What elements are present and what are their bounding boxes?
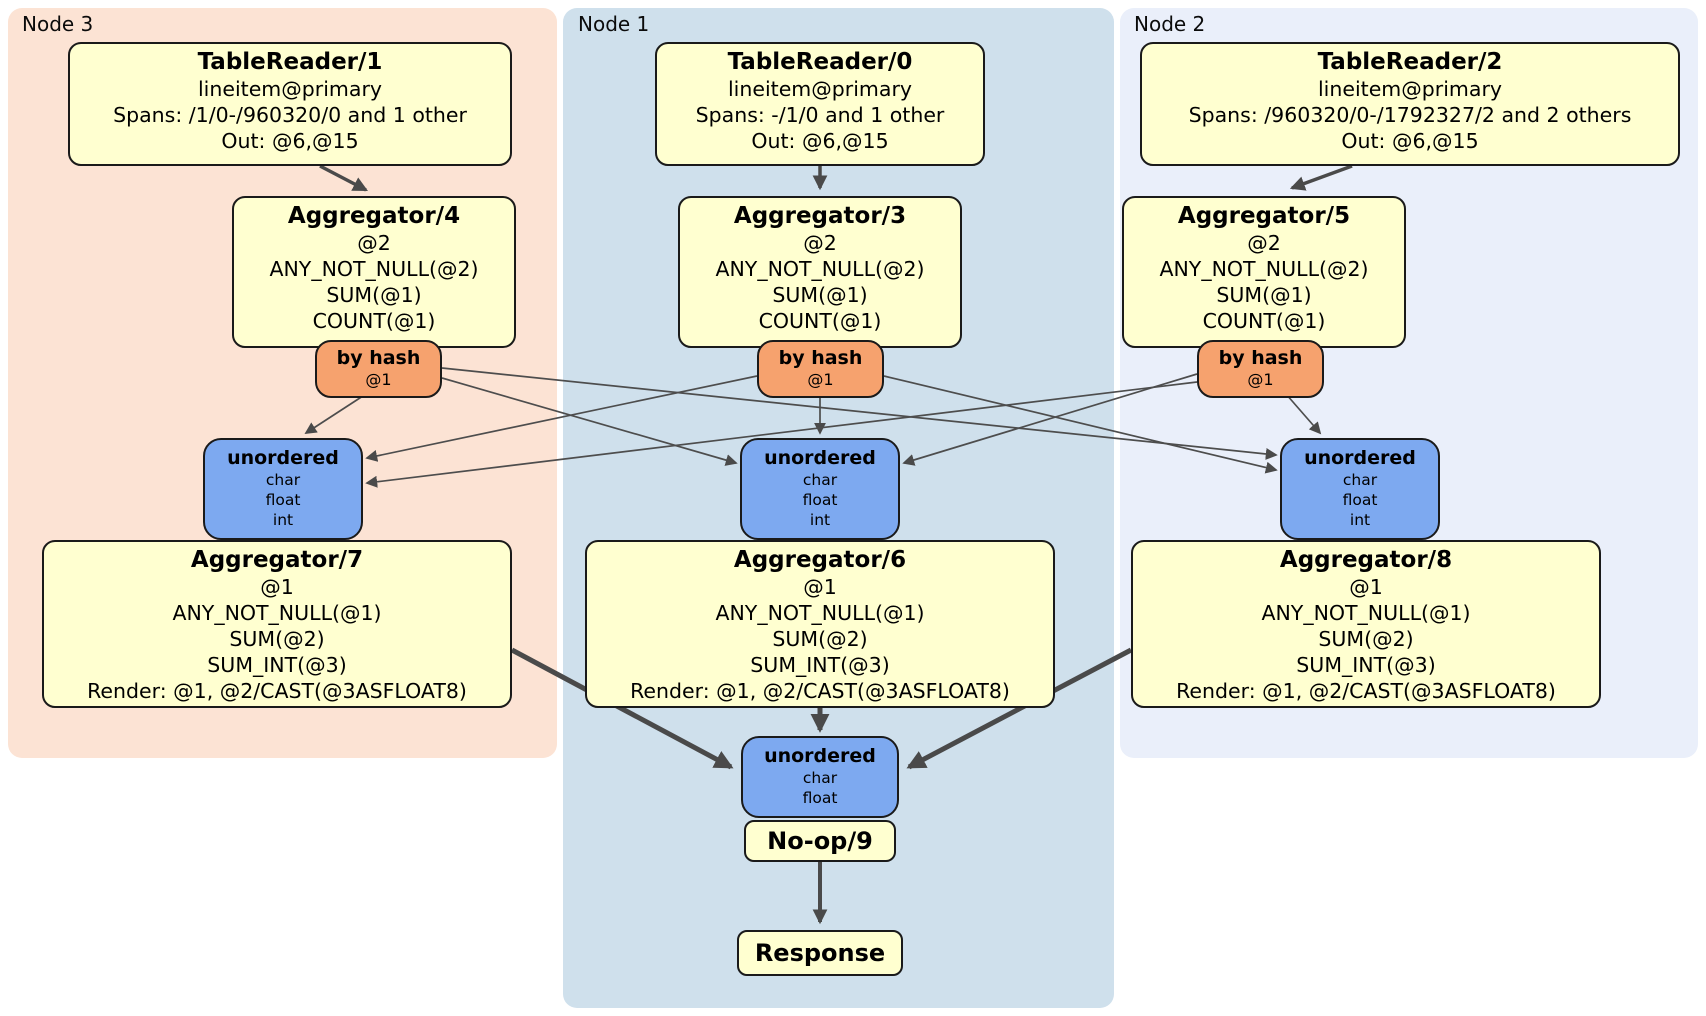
aggregator-7-fn1: ANY_NOT_NULL(@1) bbox=[172, 601, 382, 625]
aggregator-6-fn1: ANY_NOT_NULL(@1) bbox=[715, 601, 925, 625]
tablereader-2-box: TableReader/2 lineitem@primary Spans: /9… bbox=[1140, 42, 1680, 166]
aggregator-3-title: Aggregator/3 bbox=[733, 203, 907, 229]
aggregator-8-fn3: SUM_INT(@3) bbox=[1296, 653, 1436, 677]
by-hash-router-node2: by hash @1 bbox=[1197, 340, 1324, 398]
aggregator-7-fn3: SUM_INT(@3) bbox=[207, 653, 347, 677]
aggregator-5-title: Aggregator/5 bbox=[1177, 203, 1351, 229]
unordered-sync-node1-col3: int bbox=[809, 511, 831, 529]
unordered-sync-node1-title: unordered bbox=[764, 447, 876, 469]
tablereader-1-index: lineitem@primary bbox=[197, 77, 383, 101]
aggregator-4-group: @2 bbox=[357, 231, 391, 255]
aggregator-8-fn1: ANY_NOT_NULL(@1) bbox=[1261, 601, 1471, 625]
aggregator-7-render: Render: @1, @2/CAST(@3ASFLOAT8) bbox=[87, 679, 467, 703]
aggregator-8-box: Aggregator/8 @1 ANY_NOT_NULL(@1) SUM(@2)… bbox=[1131, 540, 1601, 708]
unordered-sync-node1: unordered char float int bbox=[740, 438, 900, 540]
unordered-sync-final-col2: float bbox=[802, 789, 838, 807]
aggregator-3-box: Aggregator/3 @2 ANY_NOT_NULL(@2) SUM(@1)… bbox=[678, 196, 962, 348]
unordered-sync-node2-title: unordered bbox=[1304, 447, 1416, 469]
aggregator-4-fn3: COUNT(@1) bbox=[312, 309, 436, 333]
aggregator-6-fn2: SUM(@2) bbox=[772, 627, 868, 651]
unordered-sync-node3-col1: char bbox=[265, 471, 301, 489]
by-hash-router-node2-col: @1 bbox=[1247, 370, 1274, 389]
tablereader-1-out: Out: @6,@15 bbox=[221, 129, 359, 153]
aggregator-3-fn2: SUM(@1) bbox=[772, 283, 868, 307]
aggregator-8-fn2: SUM(@2) bbox=[1318, 627, 1414, 651]
by-hash-router-node3: by hash @1 bbox=[315, 340, 442, 398]
by-hash-router-node2-title: by hash bbox=[1218, 347, 1303, 369]
aggregator-6-fn3: SUM_INT(@3) bbox=[750, 653, 890, 677]
aggregator-6-title: Aggregator/6 bbox=[733, 547, 907, 573]
aggregator-5-fn2: SUM(@1) bbox=[1216, 283, 1312, 307]
by-hash-router-node1-title: by hash bbox=[778, 347, 863, 369]
tablereader-2-out: Out: @6,@15 bbox=[1341, 129, 1479, 153]
by-hash-router-node1-col: @1 bbox=[807, 370, 834, 389]
by-hash-router-node1: by hash @1 bbox=[757, 340, 884, 398]
unordered-sync-final-title: unordered bbox=[764, 745, 876, 767]
aggregator-8-render: Render: @1, @2/CAST(@3ASFLOAT8) bbox=[1176, 679, 1556, 703]
tablereader-1-spans: Spans: /1/0-/960320/0 and 1 other bbox=[113, 103, 467, 127]
aggregator-8-title: Aggregator/8 bbox=[1279, 547, 1453, 573]
aggregator-6-render: Render: @1, @2/CAST(@3ASFLOAT8) bbox=[630, 679, 1010, 703]
unordered-sync-node1-col1: char bbox=[802, 471, 838, 489]
aggregator-5-box: Aggregator/5 @2 ANY_NOT_NULL(@2) SUM(@1)… bbox=[1122, 196, 1406, 348]
unordered-sync-node2-col2: float bbox=[1342, 491, 1378, 509]
aggregator-5-fn1: ANY_NOT_NULL(@2) bbox=[1159, 257, 1369, 281]
aggregator-5-group: @2 bbox=[1247, 231, 1281, 255]
unordered-sync-node2: unordered char float int bbox=[1280, 438, 1440, 540]
unordered-sync-node3: unordered char float int bbox=[203, 438, 363, 540]
aggregator-3-fn3: COUNT(@1) bbox=[758, 309, 882, 333]
aggregator-8-group: @1 bbox=[1349, 575, 1383, 599]
tablereader-2-title: TableReader/2 bbox=[1317, 49, 1503, 75]
aggregator-6-group: @1 bbox=[803, 575, 837, 599]
unordered-sync-final: unordered char float bbox=[741, 736, 899, 818]
by-hash-router-node3-col: @1 bbox=[365, 370, 392, 389]
tablereader-2-index: lineitem@primary bbox=[1317, 77, 1503, 101]
unordered-sync-final-col1: char bbox=[802, 769, 838, 787]
aggregator-3-group: @2 bbox=[803, 231, 837, 255]
tablereader-2-spans: Spans: /960320/0-/1792327/2 and 2 others bbox=[1188, 103, 1632, 127]
noop-9-title: No-op/9 bbox=[767, 827, 873, 855]
by-hash-router-node3-title: by hash bbox=[336, 347, 421, 369]
aggregator-4-fn1: ANY_NOT_NULL(@2) bbox=[269, 257, 479, 281]
unordered-sync-node3-col3: int bbox=[272, 511, 294, 529]
response-box: Response bbox=[737, 930, 903, 976]
aggregator-3-fn1: ANY_NOT_NULL(@2) bbox=[715, 257, 925, 281]
tablereader-1-box: TableReader/1 lineitem@primary Spans: /1… bbox=[68, 42, 512, 166]
aggregator-7-box: Aggregator/7 @1 ANY_NOT_NULL(@1) SUM(@2)… bbox=[42, 540, 512, 708]
response-title: Response bbox=[754, 939, 886, 967]
tablereader-0-spans: Spans: -/1/0 and 1 other bbox=[695, 103, 945, 127]
aggregator-6-box: Aggregator/6 @1 ANY_NOT_NULL(@1) SUM(@2)… bbox=[585, 540, 1055, 708]
unordered-sync-node2-col3: int bbox=[1349, 511, 1371, 529]
node-3-label: Node 3 bbox=[22, 12, 94, 36]
unordered-sync-node3-col2: float bbox=[265, 491, 301, 509]
tablereader-0-index: lineitem@primary bbox=[727, 77, 913, 101]
noop-9-box: No-op/9 bbox=[744, 820, 896, 862]
aggregator-5-fn3: COUNT(@1) bbox=[1202, 309, 1326, 333]
aggregator-4-fn2: SUM(@1) bbox=[326, 283, 422, 307]
tablereader-1-title: TableReader/1 bbox=[197, 49, 383, 75]
node-2-label: Node 2 bbox=[1134, 12, 1206, 36]
aggregator-7-fn2: SUM(@2) bbox=[229, 627, 325, 651]
aggregator-4-box: Aggregator/4 @2 ANY_NOT_NULL(@2) SUM(@1)… bbox=[232, 196, 516, 348]
aggregator-4-title: Aggregator/4 bbox=[287, 203, 461, 229]
tablereader-0-out: Out: @6,@15 bbox=[751, 129, 889, 153]
aggregator-7-title: Aggregator/7 bbox=[190, 547, 364, 573]
aggregator-7-group: @1 bbox=[260, 575, 294, 599]
tablereader-0-title: TableReader/0 bbox=[727, 49, 913, 75]
unordered-sync-node1-col2: float bbox=[802, 491, 838, 509]
unordered-sync-node2-col1: char bbox=[1342, 471, 1378, 489]
unordered-sync-node3-title: unordered bbox=[227, 447, 339, 469]
node-1-label: Node 1 bbox=[578, 12, 650, 36]
tablereader-0-box: TableReader/0 lineitem@primary Spans: -/… bbox=[655, 42, 985, 166]
